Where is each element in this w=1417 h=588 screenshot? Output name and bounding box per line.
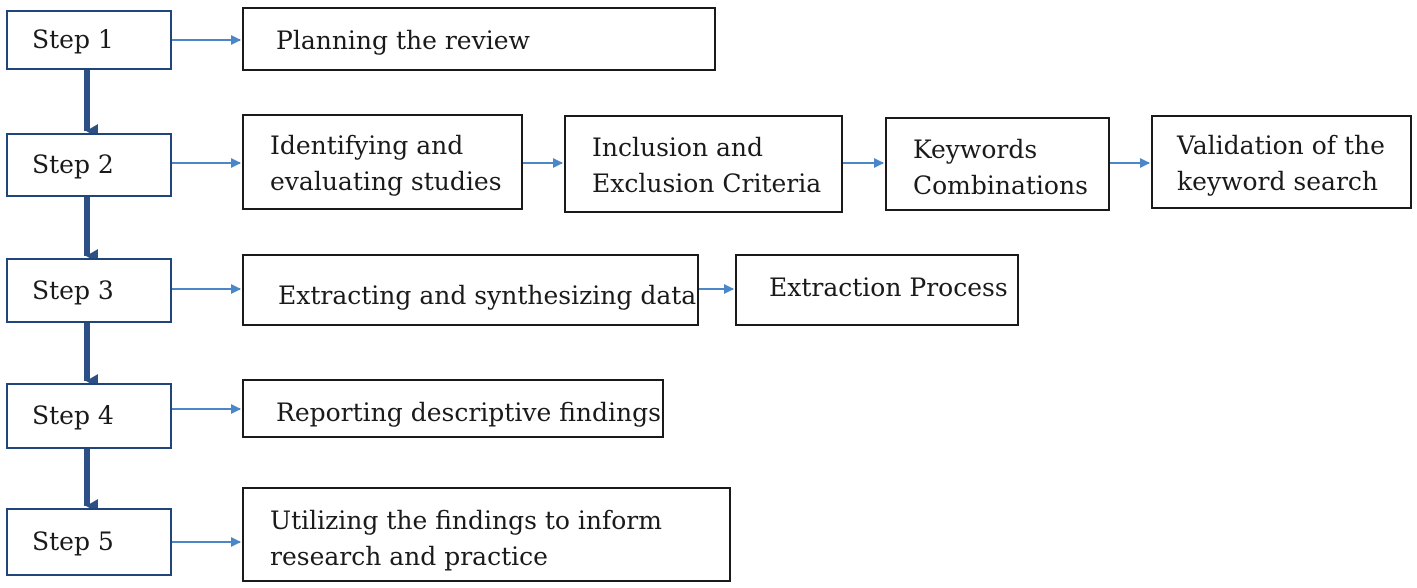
- step-2-label: Step 2: [32, 150, 114, 179]
- step-3-box: Step 3: [6, 258, 172, 323]
- step-1-box: Step 1: [6, 10, 172, 70]
- utilizing-findings-line-1: Utilizing the findings to inform: [270, 506, 662, 535]
- planning-review-box: Planning the review: [242, 7, 716, 71]
- step-5-box: Step 5: [6, 508, 172, 576]
- reporting-findings-text: Reporting descriptive findings: [276, 398, 661, 427]
- inclusion-criteria-box: Inclusion and Exclusion Criteria: [564, 115, 843, 213]
- step-1-label: Step 1: [32, 25, 114, 54]
- step-3-label: Step 3: [32, 275, 114, 305]
- identifying-studies-box: Identifying and evaluating studies: [242, 114, 523, 210]
- step-2-box: Step 2: [6, 133, 172, 197]
- planning-review-text: Planning the review: [276, 26, 530, 55]
- keywords-combinations-box: Keywords Combinations: [885, 117, 1110, 211]
- reporting-findings-box: Reporting descriptive findings: [242, 379, 664, 438]
- inclusion-criteria-line-1: Inclusion and: [592, 133, 764, 162]
- step-4-box: Step 4: [6, 383, 172, 449]
- extraction-process-text: Extraction Process: [769, 273, 1008, 302]
- validation-line-1: Validation of the: [1177, 131, 1385, 160]
- validation-line-2: keyword search: [1177, 167, 1379, 196]
- keywords-combinations-line-1: Keywords: [913, 135, 1038, 164]
- extraction-process-box: Extraction Process: [735, 254, 1019, 326]
- identifying-studies-line-2: evaluating studies: [270, 167, 502, 196]
- extracting-data-box: Extracting and synthesizing data: [242, 254, 699, 326]
- keywords-combinations-line-2: Combinations: [913, 171, 1088, 200]
- utilizing-findings-line-2: research and practice: [270, 542, 548, 571]
- identifying-studies-line-1: Identifying and: [270, 131, 464, 160]
- extracting-data-text: Extracting and synthesizing data: [278, 281, 697, 310]
- inclusion-criteria-line-2: Exclusion Criteria: [592, 169, 822, 198]
- step-4-label: Step 4: [32, 401, 114, 430]
- validation-keyword-search-box: Validation of the keyword search: [1151, 115, 1412, 209]
- utilizing-findings-box: Utilizing the findings to inform researc…: [242, 487, 731, 582]
- step-5-label: Step 5: [32, 527, 114, 556]
